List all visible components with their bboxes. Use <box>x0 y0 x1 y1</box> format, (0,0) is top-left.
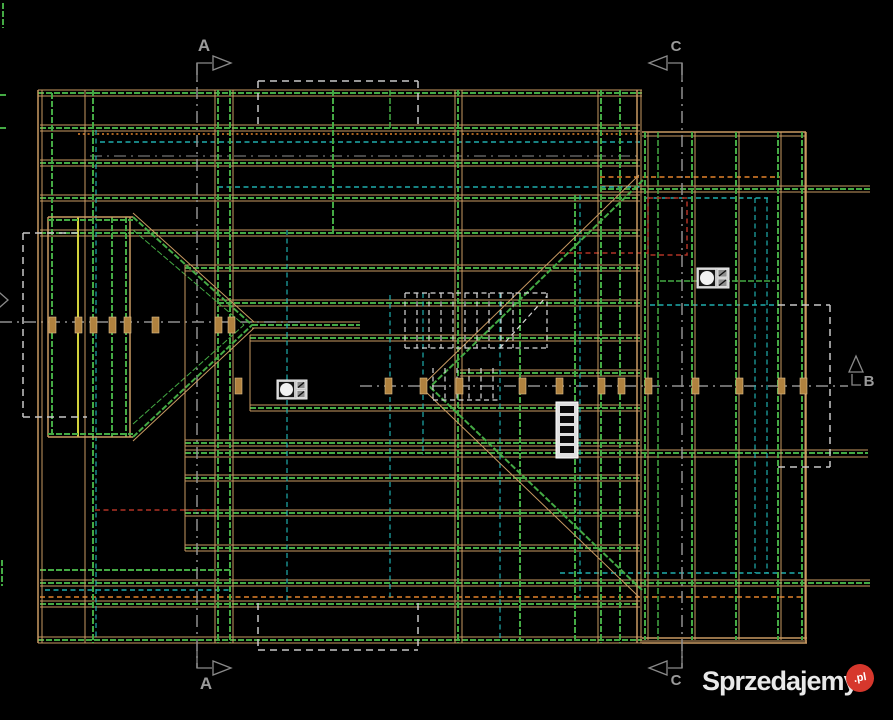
plan-geometry <box>0 3 870 668</box>
section-marker-glyphs <box>0 55 864 676</box>
section-arrow-b-right-icon <box>848 354 864 386</box>
section-label-a-bottom: A <box>199 674 213 693</box>
section-arrow-b-left-icon <box>0 292 9 308</box>
section-arrow-c-bottom-icon <box>647 650 683 676</box>
section-label-a-top: A <box>197 36 211 55</box>
section-label-b-right: B <box>863 373 875 390</box>
watermark-logo: Sprzedajemy .pl <box>698 661 890 704</box>
section-arrow-a-top-icon <box>196 55 233 82</box>
watermark-logo-text: Sprzedajemy <box>702 666 859 696</box>
section-arrow-a-bottom-icon <box>196 650 233 676</box>
section-label-c-top: C <box>670 38 682 55</box>
section-arrow-c-top-icon <box>647 55 683 82</box>
section-label-c-bottom: C <box>670 672 682 689</box>
